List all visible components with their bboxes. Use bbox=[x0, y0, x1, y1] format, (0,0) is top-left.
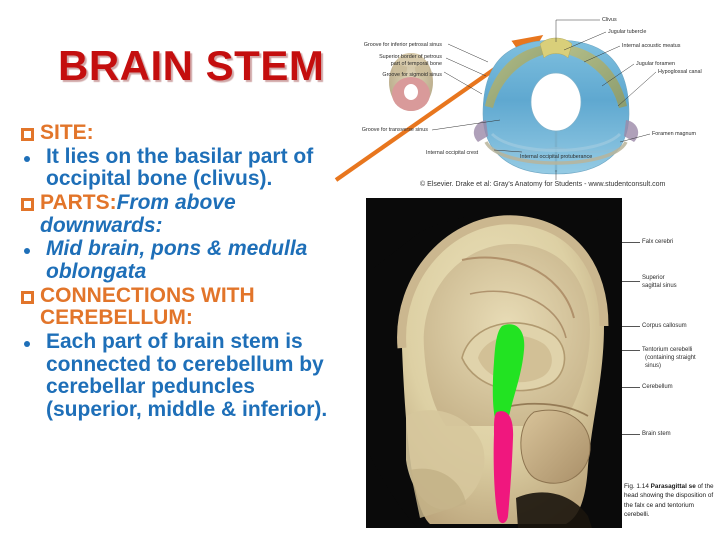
square-bullet-icon bbox=[21, 290, 34, 304]
content-text-column: SITE: It lies on the basilar part of occ… bbox=[12, 121, 352, 423]
label-tentorium-cerebelli-1: Tentorium cerebelli bbox=[642, 347, 693, 353]
posterior-fossa-bone bbox=[473, 37, 639, 175]
list-item-site: SITE: bbox=[12, 121, 352, 145]
head-section-illustration bbox=[366, 198, 622, 528]
label-falx-cerebri: Falx cerebri bbox=[642, 239, 674, 245]
brainstem-green-highlight bbox=[492, 324, 525, 428]
label-superior-sagittal-sinus-2: sagittal sinus bbox=[642, 283, 677, 289]
heading-site: SITE: bbox=[40, 121, 94, 144]
medulla-pink-highlight bbox=[493, 411, 514, 524]
cranial-fossa-illustration bbox=[389, 19, 657, 180]
text-connections-detail: Each part of brain stem is connected to … bbox=[46, 330, 328, 422]
list-item-parts-detail: Mid brain, pons & medulla oblongata bbox=[12, 237, 352, 284]
caption-figure-number: Fig. 1.14 bbox=[624, 483, 649, 490]
text-site-detail: It lies on the basilar part of occipital… bbox=[46, 144, 314, 191]
leader-line bbox=[622, 281, 640, 282]
label-groove-inferior-petrosal-sinus: Groove for inferior petrosal sinus bbox=[363, 42, 442, 48]
caption-rest: of the head showing the disposition of t… bbox=[624, 483, 714, 518]
list-item-site-detail: It lies on the basilar part of occipital… bbox=[12, 144, 352, 191]
label-tentorium-cerebelli-2: (containing straight bbox=[645, 355, 696, 361]
label-groove-transverse-sinus: Groove for transverse sinus bbox=[361, 127, 428, 133]
text-parts-emphasis: From above downwards: bbox=[40, 191, 236, 237]
label-internal-occipital-crest: Internal occipital crest bbox=[426, 150, 479, 156]
heading-parts: PARTS: bbox=[40, 191, 117, 215]
text-parts-detail: Mid brain, pons & medulla oblongata bbox=[46, 237, 308, 284]
figure-caption: Fig. 1.14 Parasagittal se of the head sh… bbox=[624, 482, 720, 519]
leader-line bbox=[622, 326, 640, 327]
label-superior-border-petrous-2: part of temporal bone bbox=[390, 61, 442, 67]
leader-line bbox=[622, 434, 640, 435]
list-item-parts: PARTS:From above downwards: bbox=[12, 191, 352, 237]
label-tentorium-cerebelli-3: sinus) bbox=[645, 363, 662, 369]
leader-line bbox=[622, 350, 640, 351]
skull-base-thumbnail bbox=[389, 53, 433, 111]
page-title: BRAIN STEM bbox=[58, 42, 325, 89]
label-groove-sigmoid-sinus: Groove for sigmoid sinus bbox=[382, 72, 442, 78]
label-hypoglossal-canal: Hypoglossal canal bbox=[658, 69, 702, 75]
parasagittal-head-photo bbox=[366, 198, 622, 528]
leader-line bbox=[622, 242, 640, 243]
label-jugular-foramen: Jugular foramen bbox=[636, 61, 675, 67]
round-bullet-icon bbox=[24, 248, 30, 255]
square-bullet-icon bbox=[21, 128, 34, 141]
label-corpus-callosum: Corpus callosum bbox=[642, 323, 687, 329]
parasagittal-photo-labels: Falx cerebri Superior sagittal sinus Cor… bbox=[622, 198, 720, 528]
label-internal-acoustic-meatus: Internal acoustic meatus bbox=[622, 43, 681, 49]
label-superior-sagittal-sinus-1: Superior bbox=[642, 275, 665, 281]
heading-connections: CONNECTIONS WITH CEREBELLUM: bbox=[40, 283, 255, 330]
label-internal-occipital-protuberance: Internal occipital protuberance bbox=[520, 154, 593, 160]
label-clivus: Clivus bbox=[602, 17, 617, 23]
label-foramen-magnum: Foramen magnum bbox=[652, 131, 697, 137]
posterior-cranial-fossa-figure: Groove for inferior petrosal sinus Super… bbox=[362, 2, 718, 192]
round-bullet-icon bbox=[24, 341, 30, 348]
round-bullet-icon bbox=[24, 155, 30, 162]
label-cerebellum: Cerebellum bbox=[642, 384, 673, 390]
figure-credit-line: © Elsevier. Drake et al: Gray's Anatomy … bbox=[420, 181, 666, 188]
list-item-connections: CONNECTIONS WITH CEREBELLUM: bbox=[12, 283, 352, 330]
figure-leader-lines bbox=[431, 19, 657, 180]
label-brain-stem: Brain stem bbox=[642, 431, 671, 437]
square-bullet-icon bbox=[21, 198, 34, 212]
caption-bold-part: Parasagittal se bbox=[650, 483, 696, 490]
leader-line bbox=[622, 387, 640, 388]
list-item-connections-detail: Each part of brain stem is connected to … bbox=[12, 330, 352, 422]
label-jugular-tubercle: Jugular tubercle bbox=[608, 29, 647, 35]
heading-parts-wrapper: PARTS:From above downwards: bbox=[40, 191, 352, 237]
label-superior-border-petrous-1: Superior border of petrous bbox=[379, 54, 442, 60]
